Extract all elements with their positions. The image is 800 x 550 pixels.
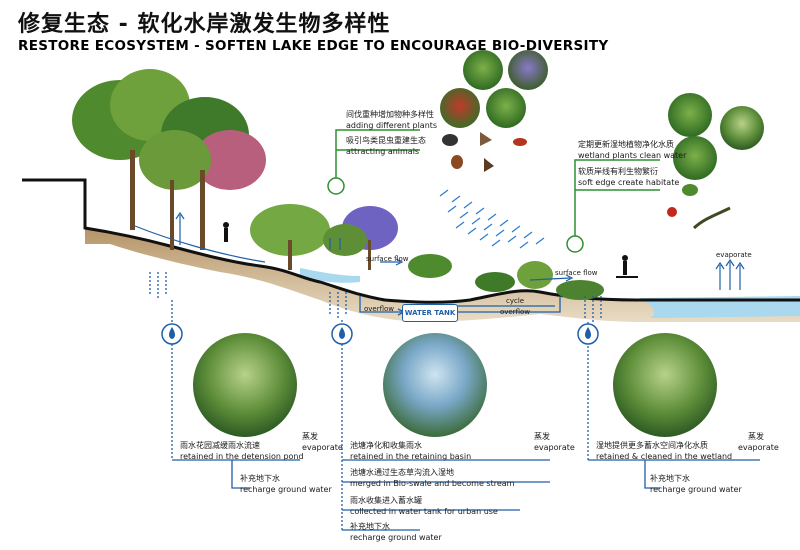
evaporate-arrows: [175, 211, 745, 290]
col1-recharge-en: recharge ground water: [240, 485, 332, 494]
person-figures: [223, 222, 638, 278]
habitat-cn-label: 软质岸线有利生物繁衍: [578, 167, 658, 176]
col2-retained-en: retained in the retaining basin: [350, 452, 472, 461]
plants-en-label: adding different plants: [346, 121, 438, 130]
animals-cn-label: 吸引鸟类昆虫重建生态: [346, 136, 426, 145]
plant-marker-icon: [327, 177, 345, 195]
infiltration-dots: [149, 272, 602, 530]
species-circles: [440, 50, 764, 180]
water-tank-box: WATER TANK: [402, 304, 458, 322]
col1-retained-cn: 雨水花园减缓雨水流速: [180, 441, 260, 450]
col3-evap-cn: 蒸发: [748, 432, 764, 441]
col3-retained-en: retained & cleaned in the wetland: [596, 452, 733, 461]
output-lines: [172, 459, 760, 531]
overflow-label-2: overflow: [500, 308, 531, 316]
wetland-cn-label: 定期更新湿地植物净化水质: [578, 140, 674, 149]
overflow-label-1: overflow: [364, 305, 395, 313]
col2-recharge-cn: 补充地下水: [350, 522, 390, 531]
page-title-en: RESTORE ECOSYSTEM - SOFTEN LAKE EDGE TO …: [18, 38, 609, 54]
col3-evap-en: evaporate: [738, 443, 779, 452]
col2-retained-cn: 池塘净化和收集雨水: [350, 441, 422, 450]
col1-evap-cn: 蒸发: [302, 432, 318, 441]
wetland-marker-icon: [566, 235, 584, 253]
col3-retained-cn: 湿地提供更多蓄水空间净化水质: [596, 441, 708, 450]
surface-flow-lines: [134, 225, 574, 282]
tree-cluster-middle: [323, 206, 604, 300]
wetland-en-label: wetland plants clean water: [578, 151, 687, 160]
animals-en-label: attracting animals: [346, 147, 420, 156]
pond-water: [300, 268, 360, 283]
col1-evap-en: evaporate: [302, 443, 343, 452]
surface-flow-label-2: surface flow: [555, 269, 598, 277]
page-title-cn: 修复生态 - 软化水岸激发生物多样性: [18, 12, 391, 37]
photo-rain-garden: [193, 333, 297, 437]
col2-recharge-en: recharge ground water: [350, 533, 442, 542]
col2-evap-en: evaporate: [534, 443, 575, 452]
col3-recharge-en: recharge ground water: [650, 485, 742, 494]
col3-recharge-cn: 补充地下水: [650, 474, 690, 483]
evaporate-top-label: evaporate: [716, 251, 752, 259]
surface-flow-label-1: surface flow: [366, 255, 409, 263]
rain-dashes: [439, 189, 545, 249]
habitat-en-label: soft edge create habitate: [578, 178, 680, 187]
animal-icons: [442, 132, 731, 230]
photo-wetland: [613, 333, 717, 437]
col1-recharge-cn: 补充地下水: [240, 474, 280, 483]
col2-merged-en: merged in Bio-swale and become stream: [350, 479, 515, 488]
tree-cluster-left: [72, 69, 330, 270]
annotation-lines: [335, 129, 660, 240]
col2-collected-cn: 雨水收集进入蓄水罐: [350, 496, 422, 505]
col2-merged-cn: 池塘水通过生态草沟流入湿地: [350, 468, 454, 477]
water-drop-icon: [161, 323, 599, 345]
col2-collected-en: collected in water tank for urban use: [350, 507, 498, 516]
photo-retaining-pond: [383, 333, 487, 437]
cycle-label: cycle: [506, 297, 525, 305]
col1-retained-en: retained in the detension pond: [180, 452, 304, 461]
col2-evap-cn: 蒸发: [534, 432, 550, 441]
plants-cn-label: 间伐重种增加物种多样性: [346, 110, 434, 119]
